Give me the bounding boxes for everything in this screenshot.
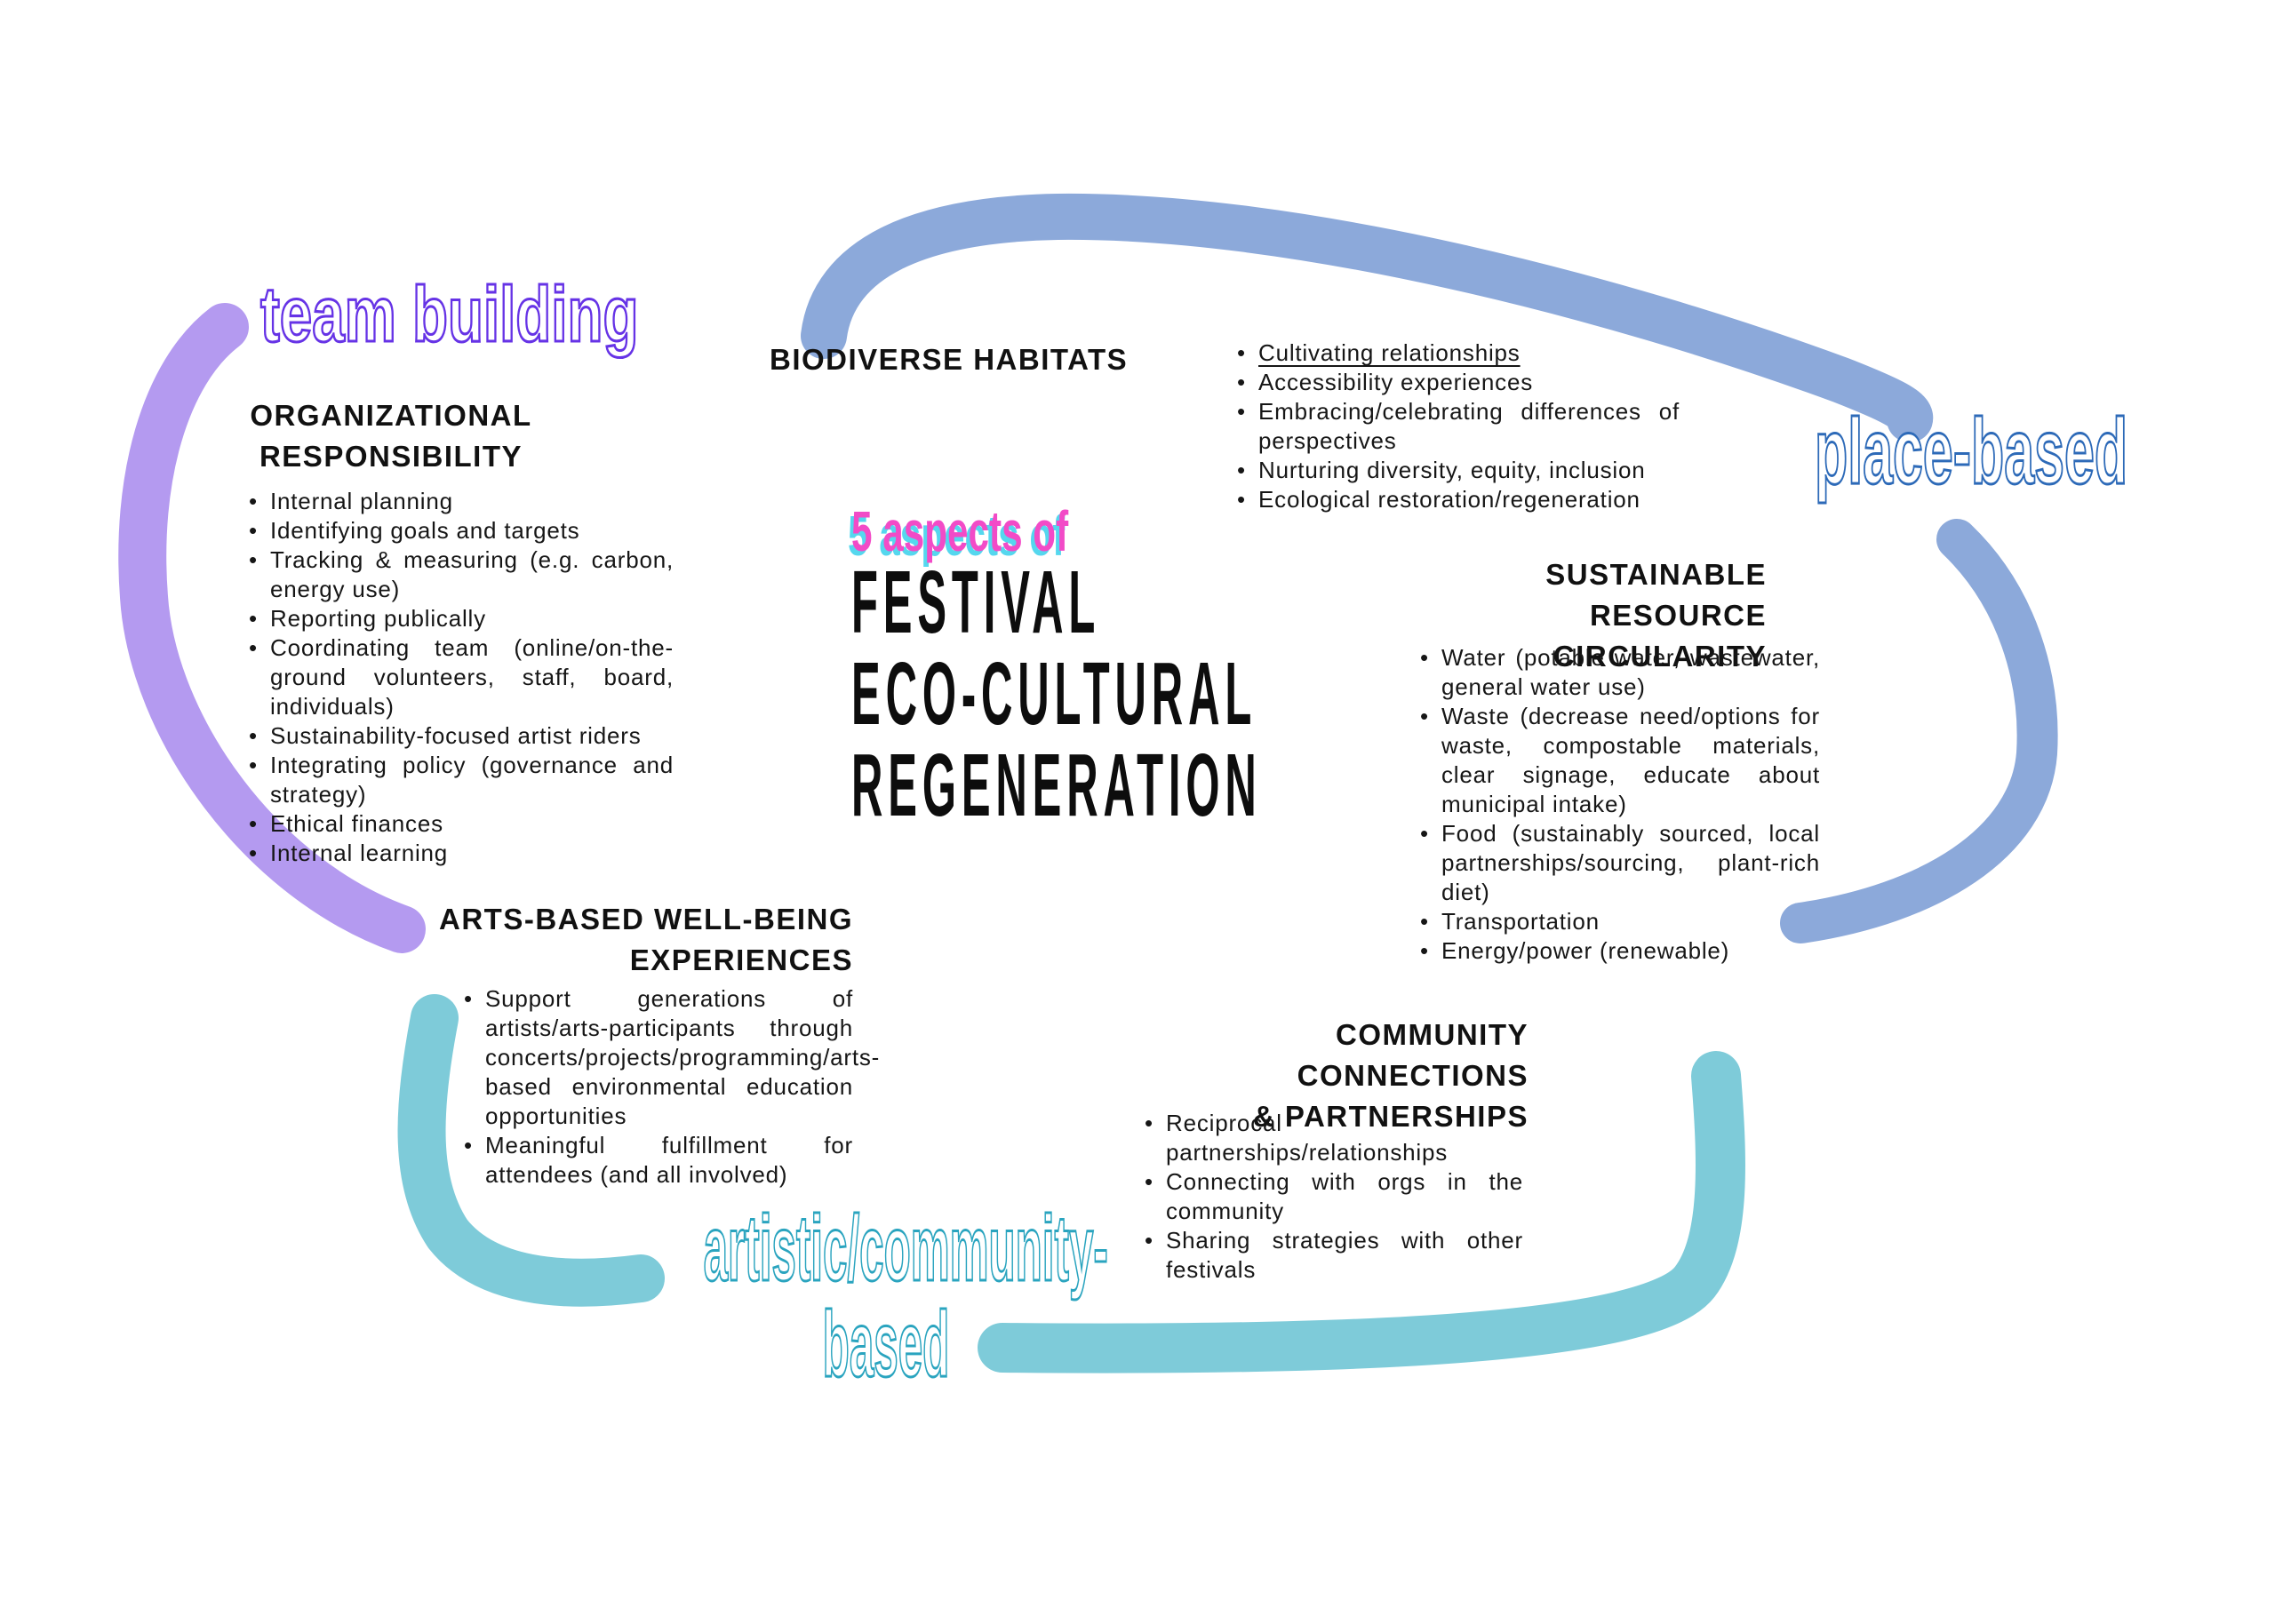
place-based-label: place-based bbox=[1814, 400, 2128, 504]
bullet-item: Internal learning bbox=[247, 839, 674, 868]
center-title-line3: REGENERATION bbox=[851, 736, 1262, 835]
bullet-item: Connecting with orgs in the community bbox=[1143, 1167, 1523, 1226]
bullet-item: Water (potable water, wastewater, genera… bbox=[1418, 643, 1820, 702]
center-title-line1: FESTIVAL bbox=[851, 553, 1101, 652]
bullet-item: Ecological restoration/regeneration bbox=[1235, 485, 1680, 514]
bullet-item: Cultivating relationships bbox=[1235, 338, 1680, 368]
bullet-item: Embracing/celebrating differences of per… bbox=[1235, 397, 1680, 456]
bullet-item: Sharing strategies with other festivals bbox=[1143, 1226, 1523, 1285]
blue-swoosh-top bbox=[801, 193, 1934, 442]
org-title-line1: ORGANIZATIONAL bbox=[250, 399, 532, 432]
bullet-item: Waste (decrease need/options for waste, … bbox=[1418, 702, 1820, 819]
center-main-title: FESTIVAL ECO-CULTURAL REGENERATION bbox=[851, 557, 1262, 832]
arts-based-wellbeing-list: Support generations of artists/arts-part… bbox=[462, 984, 879, 1190]
arts-title-line1: ARTS-BASED WELL-BEING bbox=[439, 903, 853, 935]
center-eyebrow: 5 aspects of bbox=[851, 499, 1069, 563]
arts-based-wellbeing-title: ARTS-BASED WELL-BEING EXPERIENCES bbox=[435, 899, 853, 981]
bullet-item: Transportation bbox=[1418, 907, 1820, 936]
artistic-community-based-label: artistic/community-based bbox=[703, 1197, 1109, 1397]
center-title-line2: ECO-CULTURAL bbox=[851, 644, 1257, 744]
bullet-item: Reporting publically bbox=[247, 604, 674, 633]
bullet-item: Support generations of artists/arts-part… bbox=[462, 984, 879, 1131]
bullet-item: Sustainability-focused artist riders bbox=[247, 721, 674, 751]
com-title-line1: COMMUNITY CONNECTIONS bbox=[1297, 1018, 1529, 1092]
bullet-item: Reciprocal partnerships/relationships bbox=[1143, 1109, 1523, 1167]
team-building-label: team building bbox=[259, 270, 640, 359]
organizational-responsibility-list: Internal planningIdentifying goals and t… bbox=[247, 487, 674, 868]
arts-title-line2: EXPERIENCES bbox=[629, 943, 853, 976]
teal-arc-bottom-left bbox=[397, 994, 665, 1307]
sus-title-line1: SUSTAINABLE bbox=[1545, 558, 1767, 591]
bullet-item: Integrating policy (governance and strat… bbox=[247, 751, 674, 809]
bullet-item: Internal planning bbox=[247, 487, 674, 516]
teal-arc-bottom-right bbox=[978, 1051, 1745, 1373]
community-connections-list: Reciprocal partnerships/relationshipsCon… bbox=[1143, 1109, 1523, 1285]
bullet-item: Coordinating team (online/on-the-ground … bbox=[247, 633, 674, 721]
bullet-item: Nurturing diversity, equity, inclusion bbox=[1235, 456, 1680, 485]
organizational-responsibility-title: ORGANIZATIONAL RESPONSIBILITY bbox=[233, 395, 549, 477]
biodiverse-habitats-list: Cultivating relationshipsAccessibility e… bbox=[1235, 338, 1680, 514]
org-title-line2: RESPONSIBILITY bbox=[259, 440, 523, 473]
sustainable-resource-circularity-list: Water (potable water, wastewater, genera… bbox=[1418, 643, 1820, 966]
bullet-item: Identifying goals and targets bbox=[247, 516, 674, 545]
biodiverse-habitats-title: BIODIVERSE HABITATS bbox=[770, 343, 1129, 376]
bullet-item: Meaningful fulfillment for attendees (an… bbox=[462, 1131, 853, 1190]
bullet-item: Accessibility experiences bbox=[1235, 368, 1680, 397]
blue-arc-right bbox=[1780, 519, 2058, 943]
bullet-item: Food (sustainably sourced, local partner… bbox=[1418, 819, 1820, 907]
bullet-item: Energy/power (renewable) bbox=[1418, 936, 1820, 966]
bullet-item: Ethical finances bbox=[247, 809, 674, 839]
bullet-item: Tracking & measuring (e.g. carbon, energ… bbox=[247, 545, 674, 604]
